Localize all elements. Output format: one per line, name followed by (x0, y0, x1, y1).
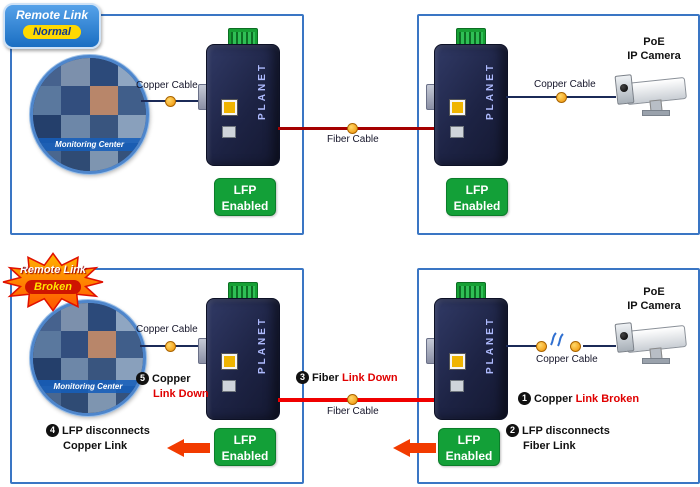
step-text: Copper (534, 393, 573, 405)
camera-label: PoE IP Camera (616, 36, 692, 64)
step-number: 5 (136, 372, 149, 385)
cable-connector-dot (347, 394, 358, 405)
media-converter: PLANET (198, 28, 284, 166)
lfp-line2: Enabled (453, 198, 501, 213)
step-text: Fiber Link (523, 440, 576, 453)
camera-label-line2: IP Camera (627, 299, 681, 312)
rj45-port (222, 380, 236, 392)
camera-base (642, 110, 670, 116)
step-text: Copper Link (63, 440, 128, 453)
media-converter: PLANET (426, 28, 512, 166)
terminal-block (228, 28, 258, 48)
monitoring-center-label: Monitoring Center (33, 138, 146, 151)
terminal-block (456, 28, 486, 48)
left-arrow-icon (393, 439, 437, 457)
copper-cable-broken-segment (583, 345, 616, 347)
camera-lens (620, 332, 628, 340)
left-arrow-icon (167, 439, 211, 457)
badge-state: Broken (25, 280, 81, 294)
camera-label: PoE IP Camera (616, 286, 692, 314)
copper-cable-broken-segment (506, 345, 539, 347)
rj45-port (450, 380, 464, 392)
remote-link-broken-badge: Remote Link Broken (2, 251, 104, 313)
step-number: 1 (518, 392, 531, 405)
link-break-icon (550, 332, 564, 347)
lfp-line2: Enabled (221, 448, 269, 463)
copper-cable-label: Copper Cable (136, 80, 198, 91)
cable-connector-dot (347, 123, 358, 134)
step-text: Copper (152, 373, 191, 385)
rj45-port (450, 126, 464, 138)
cable-connector-dot (536, 341, 547, 352)
camera-label-line1: PoE (643, 286, 665, 298)
fiber-cable-label: Fiber Cable (327, 406, 379, 417)
device-body (434, 44, 508, 166)
camera-base (642, 358, 670, 364)
badge-title: Remote Link (19, 264, 86, 276)
lfp-enabled-badge: LFP Enabled (438, 428, 500, 466)
cable-connector-dot (165, 341, 176, 352)
sfp-port (450, 354, 465, 369)
terminal-block (456, 282, 486, 302)
lfp-line2: Enabled (445, 448, 493, 463)
camera-lens (620, 84, 628, 92)
step-text: LFP disconnects (522, 425, 610, 437)
copper-cable-label: Copper Cable (534, 79, 596, 90)
device-brand: PLANET (485, 62, 496, 120)
cable-connector-dot (165, 96, 176, 107)
lfp-enabled-badge: LFP Enabled (214, 178, 276, 216)
sfp-port (222, 354, 237, 369)
device-brand: PLANET (485, 316, 496, 374)
sfp-port (450, 100, 465, 115)
device-body (206, 44, 280, 166)
video-wall (33, 58, 146, 171)
monitoring-center-label: Monitoring Center (33, 380, 143, 393)
copper-cable-label: Copper Cable (536, 354, 598, 365)
media-converter: PLANET (198, 282, 284, 420)
lfp-line1: LFP (465, 183, 489, 197)
lfp-line1: LFP (233, 183, 257, 197)
lfp-line1: LFP (233, 433, 257, 447)
lfp-enabled-badge: LFP Enabled (214, 428, 276, 466)
device-body (206, 298, 280, 420)
remote-link-normal-badge: Remote Link Normal (3, 3, 101, 49)
step-text-highlight: Link Down (341, 372, 398, 384)
sfp-port (222, 100, 237, 115)
fiber-cable-label: Fiber Cable (327, 134, 379, 145)
media-converter: PLANET (426, 282, 512, 420)
ip-camera (612, 318, 692, 366)
step-number: 3 (296, 371, 309, 384)
cable-connector-dot (570, 341, 581, 352)
badge-state: Normal (23, 25, 81, 39)
lfp-line1: LFP (457, 433, 481, 447)
rj45-port (222, 126, 236, 138)
monitoring-center: Monitoring Center (30, 55, 149, 174)
cable-connector-dot (556, 92, 567, 103)
monitoring-center: Monitoring Center (30, 300, 146, 416)
device-body (434, 298, 508, 420)
step-text-highlight: Link Down (153, 388, 209, 401)
ip-camera (612, 70, 692, 118)
step-number: 4 (46, 424, 59, 437)
lfp-line2: Enabled (221, 198, 269, 213)
camera-label-line2: IP Camera (627, 49, 681, 62)
device-brand: PLANET (257, 62, 268, 120)
badge-title: Remote Link (15, 8, 88, 22)
lfp-enabled-badge: LFP Enabled (446, 178, 508, 216)
step-text: Fiber (312, 372, 339, 384)
step-text-highlight: Link Broken (575, 393, 640, 405)
camera-label-line1: PoE (643, 36, 665, 48)
device-brand: PLANET (257, 316, 268, 374)
copper-cable-label: Copper Cable (136, 324, 198, 335)
step-text: LFP disconnects (62, 425, 150, 437)
video-wall (33, 303, 143, 413)
step-number: 2 (506, 424, 519, 437)
